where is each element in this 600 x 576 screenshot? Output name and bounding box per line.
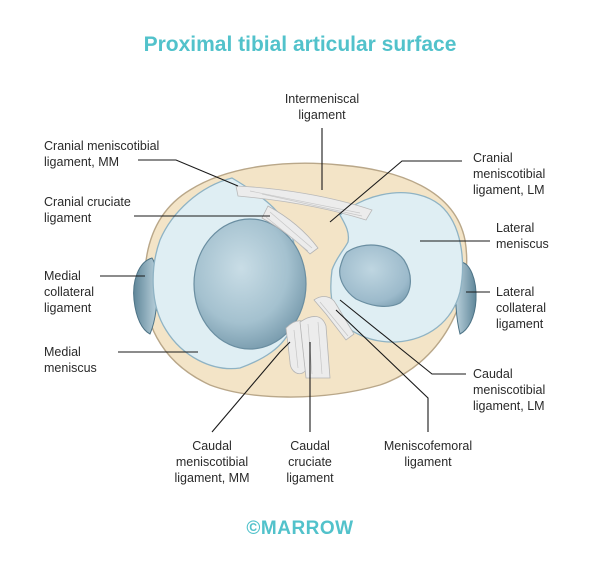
cranial-cruciate-ligament-shape xyxy=(261,205,319,255)
label-medial-collateral-ligament: Medial collateral ligament xyxy=(44,269,95,315)
label-caudal-meniscotibial-lm: Caudal meniscotibial ligament, LM xyxy=(473,367,546,413)
label-caudal-meniscotibial-mm: Caudal meniscotibial ligament, MM xyxy=(174,439,250,485)
diagram-title: Proximal tibial articular surface xyxy=(143,33,457,56)
label-cranial-meniscotibial-mm: Cranial meniscotibial ligament, MM xyxy=(44,139,160,169)
label-caudal-cruciate-ligament: Caudal cruciate ligament xyxy=(286,439,334,485)
label-intermeniscal-ligament: Intermeniscal ligament xyxy=(284,92,360,122)
leader-cranial-meniscotibial-mm xyxy=(138,159,239,187)
cranial-cruciate-fibers xyxy=(265,211,313,252)
label-medial-meniscus: Medial meniscus xyxy=(44,345,97,375)
caudal-cruciate-ligament-shape xyxy=(299,316,331,379)
leader-lines xyxy=(100,128,490,433)
medial-condyle xyxy=(193,218,307,350)
label-lateral-meniscus: Lateral meniscus xyxy=(496,221,549,251)
leader-cranial-meniscotibial-lm xyxy=(329,160,462,223)
label-cranial-cruciate-ligament: Cranial cruciate ligament xyxy=(44,195,131,225)
label-meniscofemoral-ligament: Meniscofemoral ligament xyxy=(383,439,473,469)
leader-meniscofemoral xyxy=(335,309,429,432)
marrow-logo: ©MARROW xyxy=(246,518,354,539)
label-lateral-collateral-ligament: Lateral collateral ligament xyxy=(496,285,547,331)
caudal-lm-fibers xyxy=(319,301,349,337)
intermeniscal-fibers xyxy=(249,190,363,217)
label-cranial-meniscotibial-lm: Cranial meniscotibial ligament, LM xyxy=(473,151,546,197)
leader-caudal-meniscotibial-mm xyxy=(211,341,291,433)
leader-caudal-meniscotibial-lm xyxy=(339,299,466,375)
lateral-condyle xyxy=(339,244,411,307)
